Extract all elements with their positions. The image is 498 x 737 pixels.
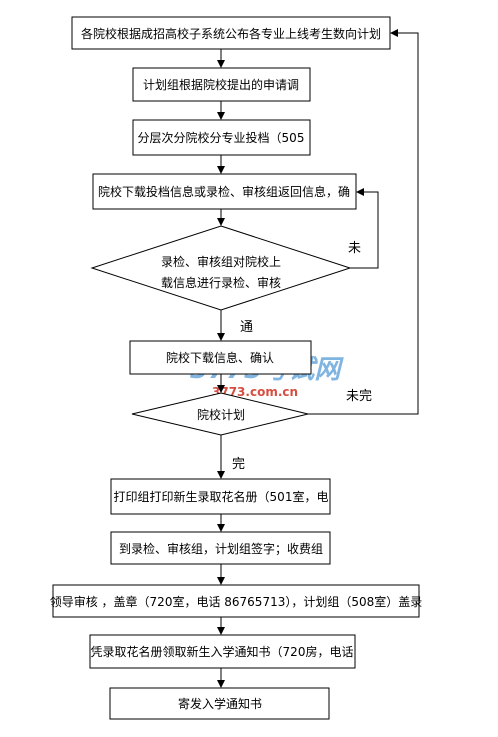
label-incomplete: 未完	[346, 389, 372, 404]
step-8-text: 领导审核 ，盖章（720室，电话 86765713），计划组（508室）盖录	[50, 594, 423, 609]
step-7-box	[110, 531, 331, 565]
decision-1-line1: 录检、审核组对院校上	[161, 254, 281, 269]
step-1-text: 各院校根据成招高校子系统公布各专业上线考生数向计划	[81, 26, 381, 41]
step-3-text: 分层次分院校分专业投档（505	[138, 130, 305, 145]
step-1-box	[71, 16, 391, 50]
watermark-url: 3773.com.cn	[212, 385, 298, 399]
step-6-box	[110, 478, 331, 515]
step-9-box	[89, 634, 356, 669]
step-10-text: 寄发入学通知书	[178, 696, 262, 711]
step-6-text: 打印组打印新生录取花名册（501室，电	[114, 489, 329, 504]
label-not: 未	[348, 241, 361, 256]
step-7-text: 到录检、审核组，计划组签字；收费组	[119, 541, 323, 556]
step-10-box	[109, 687, 330, 720]
step-2-text: 计划组根据院校提出的申请调	[143, 77, 299, 92]
loop-not-arrow	[350, 188, 379, 269]
step-9-text: 凭录取花名册领取新生入学通知书（720房，电话	[91, 644, 354, 659]
decision-1-line2: 载信息进行录检、审核	[161, 275, 281, 290]
loop-incomplete-arrow	[308, 29, 419, 415]
step-4-box	[92, 173, 357, 210]
step-4-text: 院校下载投档信息或录检、审核组返回信息，确	[98, 184, 350, 199]
decision-2-text: 院校计划	[197, 407, 245, 422]
label-pass: 通	[240, 320, 253, 335]
step-2-box	[132, 67, 311, 102]
step-8-box	[52, 584, 420, 618]
step-5-text: 院校下载信息、确认	[166, 350, 274, 365]
label-complete: 完	[232, 457, 245, 472]
